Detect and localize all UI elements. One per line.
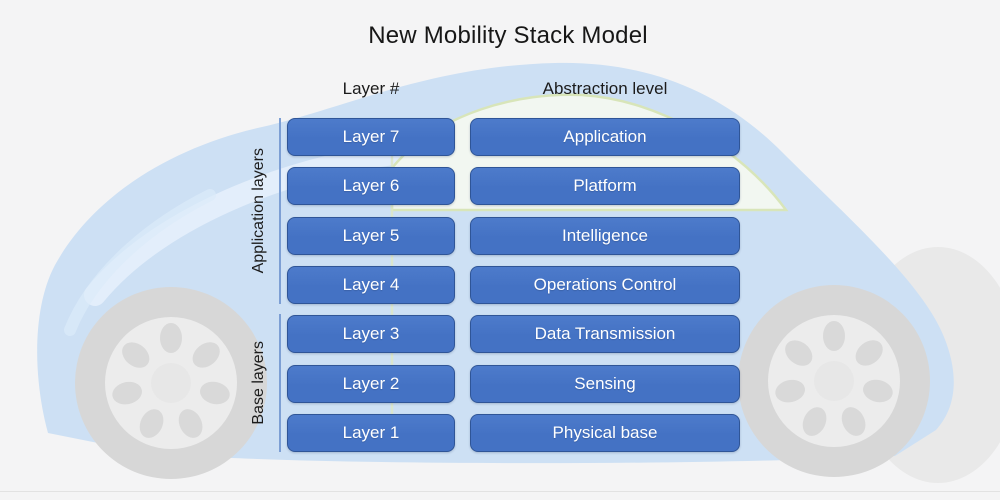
abstraction-level-box: Sensing (470, 364, 740, 403)
abstraction-level-box: Application (470, 118, 740, 156)
column-header-abstraction: Abstraction level (542, 79, 668, 98)
stack-row: Layer 6 Platform (287, 167, 740, 206)
layer-number-box: Layer 4 (287, 265, 455, 304)
layer-number-box: Layer 2 (287, 364, 455, 403)
stack-row: Layer 4 Operations Control (287, 265, 740, 304)
layer-number-box: Layer 5 (287, 216, 455, 255)
layer-number-box: Layer 7 (287, 118, 455, 156)
rear-wheel (738, 285, 930, 477)
stack-row: Layer 7 Application (287, 118, 740, 156)
abstraction-level-box: Intelligence (470, 216, 740, 255)
abstraction-level-box: Operations Control (470, 265, 740, 304)
layer-number-box: Layer 6 (287, 167, 455, 206)
slide-bottom-edge (0, 491, 1000, 492)
stack-row: Layer 3 Data Transmission (287, 315, 740, 354)
stack-row: Layer 1 Physical base (287, 413, 740, 452)
front-wheel (75, 287, 267, 479)
page-title: New Mobility Stack Model (368, 22, 648, 49)
application-layers-label: Application layers (250, 148, 267, 274)
abstraction-level-box: Data Transmission (470, 315, 740, 354)
stack-row: Layer 2 Sensing (287, 364, 740, 403)
base-layers-label: Base layers (250, 341, 267, 425)
stack-row: Layer 5 Intelligence (287, 216, 740, 255)
abstraction-level-box: Platform (470, 167, 740, 206)
abstraction-level-box: Physical base (470, 413, 740, 452)
body-highlight-2 (64, 189, 216, 336)
application-layers-bracket (279, 118, 281, 304)
base-layers-bracket (279, 314, 281, 452)
layer-number-box: Layer 3 (287, 315, 455, 354)
column-header-layer: Layer # (342, 79, 400, 98)
layer-number-box: Layer 1 (287, 413, 455, 452)
